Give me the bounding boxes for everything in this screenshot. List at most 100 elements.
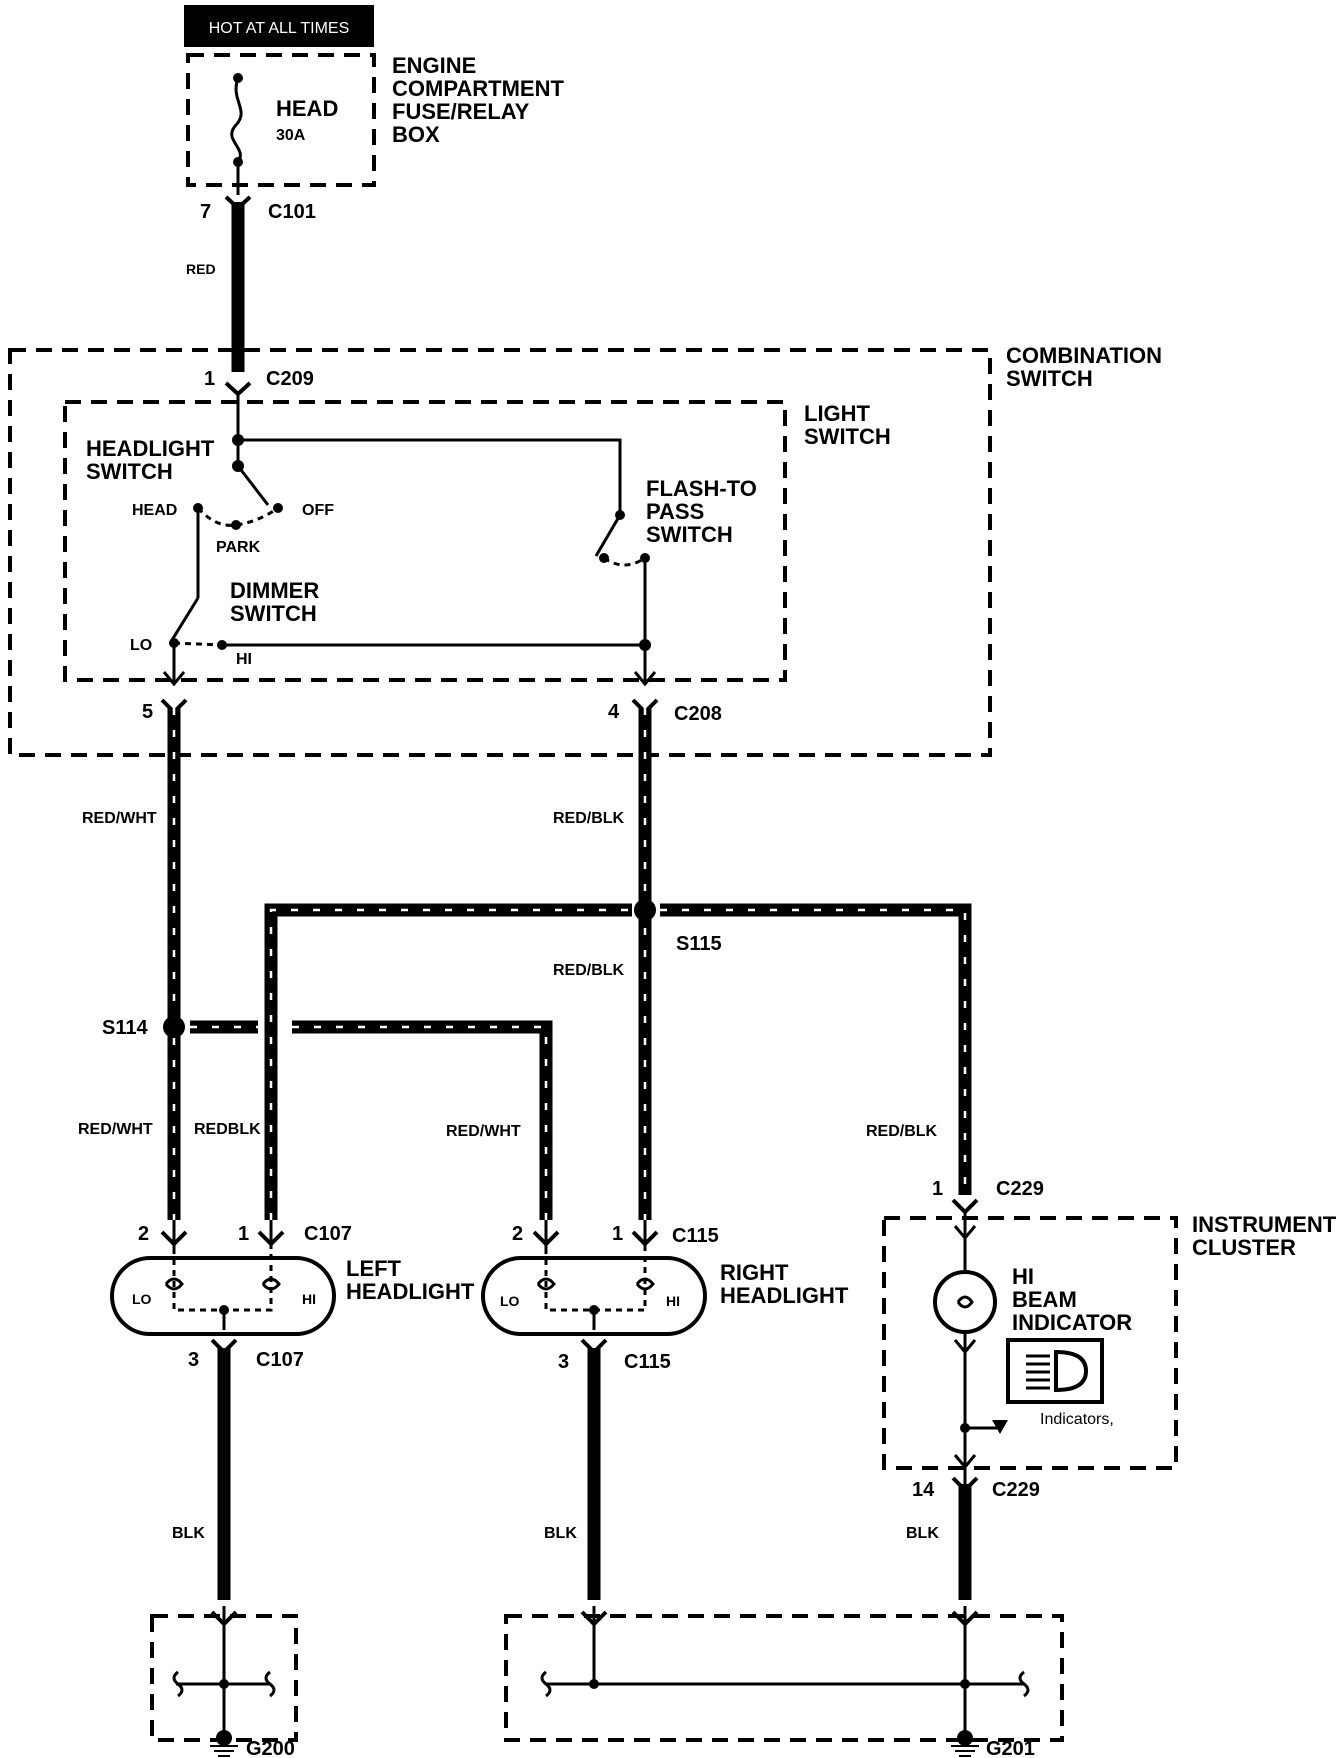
c107-top-pin-b: 1 (238, 1223, 249, 1245)
power-box_label-0-text: ENGINE (392, 53, 476, 78)
c107-top-name: C107 (304, 1223, 352, 1245)
s115-label: S115 (676, 933, 722, 955)
flash-to-pass-label: FLASH-TO PASS SWITCH (646, 476, 757, 547)
instrument-cluster-box (882, 1216, 1178, 1470)
headlight-switch-label: HEADLIGHT SWITCH (86, 436, 215, 484)
ground-g201 (504, 1606, 1064, 1757)
c107-bot-pin: 3 (188, 1349, 199, 1371)
wire-red-wht-branch (190, 1020, 553, 1220)
combination-switch-label: COMBINATION SWITCH (1006, 343, 1162, 391)
s114-label: S114 (102, 1017, 148, 1039)
c107-top-pin-a: 2 (138, 1223, 149, 1245)
wire-red-blk-label-2: RED/BLK (553, 962, 625, 979)
c115-bot-name: C115 (624, 1351, 671, 1373)
ground-g200 (150, 1606, 298, 1757)
combination-switch-box (8, 348, 992, 757)
instrument_cluster-label-0-text: INSTRUMENT (1192, 1212, 1337, 1237)
hot-at-all-times-banner: HOT AT ALL TIMES (184, 5, 374, 47)
wire-red-wht-label-3: RED/WHT (446, 1123, 521, 1140)
instrument_cluster-label-1-text: CLUSTER (1192, 1235, 1296, 1260)
instrument_cluster-indicator-2-text: INDICATOR (1012, 1310, 1132, 1335)
right-headlight: LO HI (481, 1220, 707, 1336)
headlights-left-1-text: HEADLIGHT (346, 1279, 475, 1304)
connector-c229-top-icon (951, 1198, 979, 1215)
indicators-note: Indicators, (1040, 1411, 1114, 1428)
connector-c209-icon (224, 381, 252, 397)
hi-beam-indicator-label: HI BEAM INDICATOR (1012, 1264, 1132, 1335)
fuse-name: HEAD (276, 96, 338, 121)
head-position-label: HEAD (132, 502, 177, 519)
combination_switch-headlight_switch-0-text: HEADLIGHT (86, 436, 215, 461)
flash-to-pass-arm (594, 514, 622, 557)
combination_switch-label-0-text: COMBINATION (1006, 343, 1162, 368)
c101-pin: 7 (200, 201, 211, 223)
hi-beam-bulb-icon (933, 1270, 997, 1334)
dimmer-hi-label: HI (236, 651, 252, 668)
left-headlight: LO HI (110, 1220, 336, 1336)
instrument_cluster-indicator-1-text: BEAM (1012, 1287, 1077, 1312)
wire-red-label: RED (186, 261, 216, 277)
dimmer-switch-label: DIMMER SWITCH (230, 578, 319, 626)
c115-top-pin-a: 2 (512, 1223, 523, 1245)
fuse-box-label: ENGINE COMPARTMENT FUSE/RELAY BOX (392, 53, 564, 147)
park-position-label: PARK (216, 539, 261, 556)
off-position-label: OFF (302, 502, 334, 519)
power-hot_label-text: HOT AT ALL TIMES (209, 20, 350, 37)
c229-top-pin: 1 (932, 1178, 943, 1200)
light-switch-box (63, 400, 787, 682)
headlights-hi-text: HI (666, 1293, 680, 1309)
combination_switch-flash_to_pass-2-text: SWITCH (646, 522, 733, 547)
headlights-lo-text: LO (500, 1293, 520, 1309)
combination_switch-label-1-text: SWITCH (1006, 366, 1093, 391)
c208-name: C208 (674, 703, 722, 725)
c229-bot-pin: 14 (912, 1479, 935, 1501)
wire-red-blk-branches (264, 903, 972, 1220)
combination_switch-flash_to_pass-0-text: FLASH-TO (646, 476, 757, 501)
hi-filament-icon (261, 1277, 281, 1291)
headlights-hi-text: HI (302, 1291, 316, 1307)
g200-label: G200 (246, 1738, 295, 1758)
g201-label: G201 (986, 1738, 1035, 1758)
instrument_cluster-indicator-0-text: HI (1012, 1264, 1034, 1289)
power-box_label-3-text: BOX (392, 122, 440, 147)
c115-top-pin-b: 1 (612, 1223, 623, 1245)
splice-s115 (634, 899, 656, 921)
wire-blk-label-1: BLK (172, 1525, 205, 1542)
combination_switch-headlight_switch-1-text: SWITCH (86, 459, 173, 484)
dimmer-lo-label: LO (130, 637, 152, 654)
wire-red-wht-label-2: RED/WHT (78, 1121, 153, 1138)
c209-pin: 1 (204, 368, 215, 390)
c101-name: C101 (268, 201, 316, 223)
headlights-left-0-text: LEFT (346, 1256, 402, 1281)
c229-top-name: C229 (996, 1178, 1044, 1200)
wire-red-wht-label-1: RED/WHT (82, 810, 157, 827)
c208-pin-left: 5 (142, 701, 153, 723)
headlights-lo-text: LO (132, 1291, 152, 1307)
combination_switch-dimmer_switch-0-text: DIMMER (230, 578, 319, 603)
headlights-right-1-text: HEADLIGHT (720, 1283, 849, 1308)
c229-bot-name: C229 (992, 1479, 1040, 1501)
wire-red-blk-label-1: RED/BLK (553, 810, 625, 827)
fuse-rating: 30A (276, 127, 306, 144)
wire-blk-label-3: BLK (906, 1525, 939, 1542)
left-headlight-label: LEFT HEADLIGHT (346, 1256, 475, 1304)
dimmer-switch-arm (170, 597, 200, 641)
right-headlight-label: RIGHT HEADLIGHT (720, 1260, 849, 1308)
combination_switch-light_switch-1-text: SWITCH (804, 424, 891, 449)
combination_switch-flash_to_pass-1-text: PASS (646, 499, 704, 524)
combination_switch-dimmer_switch-1-text: SWITCH (230, 601, 317, 626)
fuse-icon (230, 77, 243, 163)
power-box_label-1-text: COMPARTMENT (392, 76, 564, 101)
headlights-right-0-text: RIGHT (720, 1260, 789, 1285)
lo-filament-icon (164, 1277, 184, 1291)
c209-name: C209 (266, 368, 314, 390)
combination_switch-light_switch-0-text: LIGHT (804, 401, 871, 426)
c115-top-name: C115 (672, 1225, 719, 1247)
instrument-cluster-label: INSTRUMENT CLUSTER (1192, 1212, 1337, 1260)
power-box_label-2-text: FUSE/RELAY (392, 99, 530, 124)
wire-redblk-label: REDBLK (194, 1121, 261, 1138)
splice-s114 (163, 1016, 185, 1038)
wire-blk-label-2: BLK (544, 1525, 577, 1542)
headlight-switch-arm (236, 465, 270, 506)
